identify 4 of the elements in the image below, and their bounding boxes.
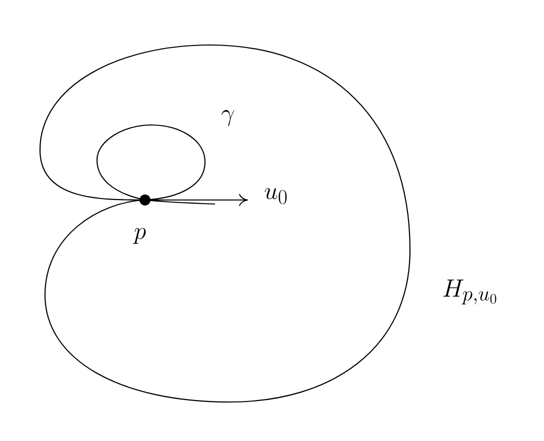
math-label: $u_0$ [264,188,287,204]
math-label: $p$ [133,228,146,244]
math-label: $H_{p,u_0}$ [443,280,496,304]
math-label: $\gamma$ [221,110,234,126]
